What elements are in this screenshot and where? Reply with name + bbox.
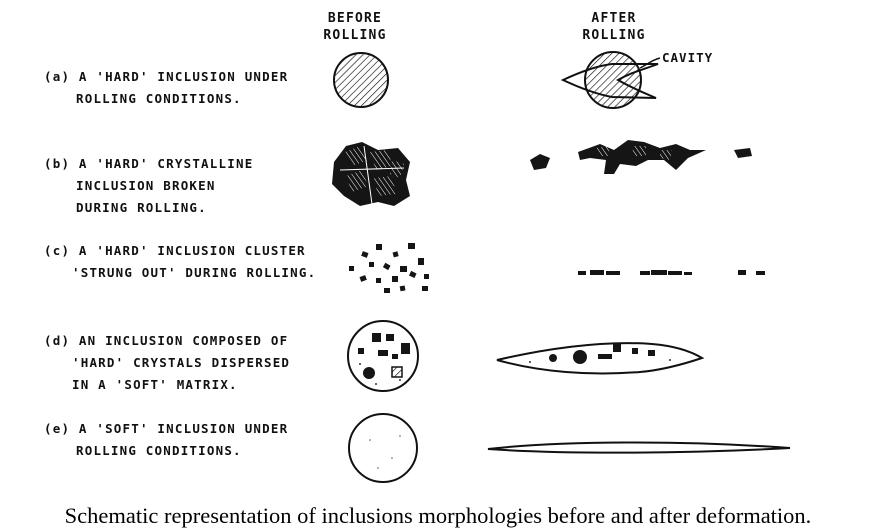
inclusion-cluster-before [349,243,429,293]
row-d-line-2: 'HARD' CRYSTALS DISPERSED [72,355,291,370]
hard-inclusion-after [560,51,661,109]
row-c-line-1: (c) A 'HARD' INCLUSION CLUSTER [44,243,306,258]
row-e-line-2: ROLLING CONDITIONS. [76,443,242,458]
row-e-line-1: (e) A 'SOFT' INCLUSION UNDER [44,421,289,436]
row-d-line-3: IN A 'SOFT' MATRIX. [72,377,238,392]
row-d-line-1: (d) AN INCLUSION COMPOSED OF [44,333,289,348]
cavity-leader-line [639,57,661,69]
composite-inclusion-before [347,320,419,392]
header-after-line-1: AFTER [591,11,637,26]
crystalline-fragments-after [530,140,752,174]
header-before-line-1: BEFORE [327,11,383,26]
header-after-line-2: ROLLING [582,28,646,43]
hard-inclusion-before [333,52,389,108]
header-before-line-2: ROLLING [323,28,387,43]
row-a-line-1: (a) A 'HARD' INCLUSION UNDER [44,69,289,84]
row-c-line-2: 'STRUNG OUT' DURING ROLLING. [72,265,317,280]
soft-inclusion-before [348,413,418,483]
hard-inclusion-after-core [584,51,642,109]
inclusion-stringers-after [578,270,765,275]
row-label-c: (c) A 'HARD' INCLUSION CLUSTER 'STRUNG O… [44,240,316,284]
composite-inclusion-after [496,342,705,375]
cavity-label: CAVITY [662,50,714,65]
row-label-d: (d) AN INCLUSION COMPOSED OF 'HARD' CRYS… [44,330,290,396]
inclusion-drawings [332,51,791,483]
row-label-a: (a) A 'HARD' INCLUSION UNDER ROLLING CON… [44,66,288,110]
row-b-line-3: DURING ROLLING. [76,200,207,215]
row-label-b: (b) A 'HARD' CRYSTALLINE INCLUSION BROKE… [44,153,253,219]
crystalline-cluster-before [332,142,410,206]
figure-caption: Schematic representation of inclusions m… [64,503,812,528]
header-after-rolling: AFTER ROLLING [577,10,651,44]
row-b-line-1: (b) A 'HARD' CRYSTALLINE [44,156,254,171]
row-b-line-2: INCLUSION BROKEN [76,178,216,193]
header-before-rolling: BEFORE ROLLING [318,10,392,44]
soft-inclusion-after [487,441,791,454]
row-label-e: (e) A 'SOFT' INCLUSION UNDER ROLLING CON… [44,418,288,462]
row-a-line-2: ROLLING CONDITIONS. [76,91,242,106]
